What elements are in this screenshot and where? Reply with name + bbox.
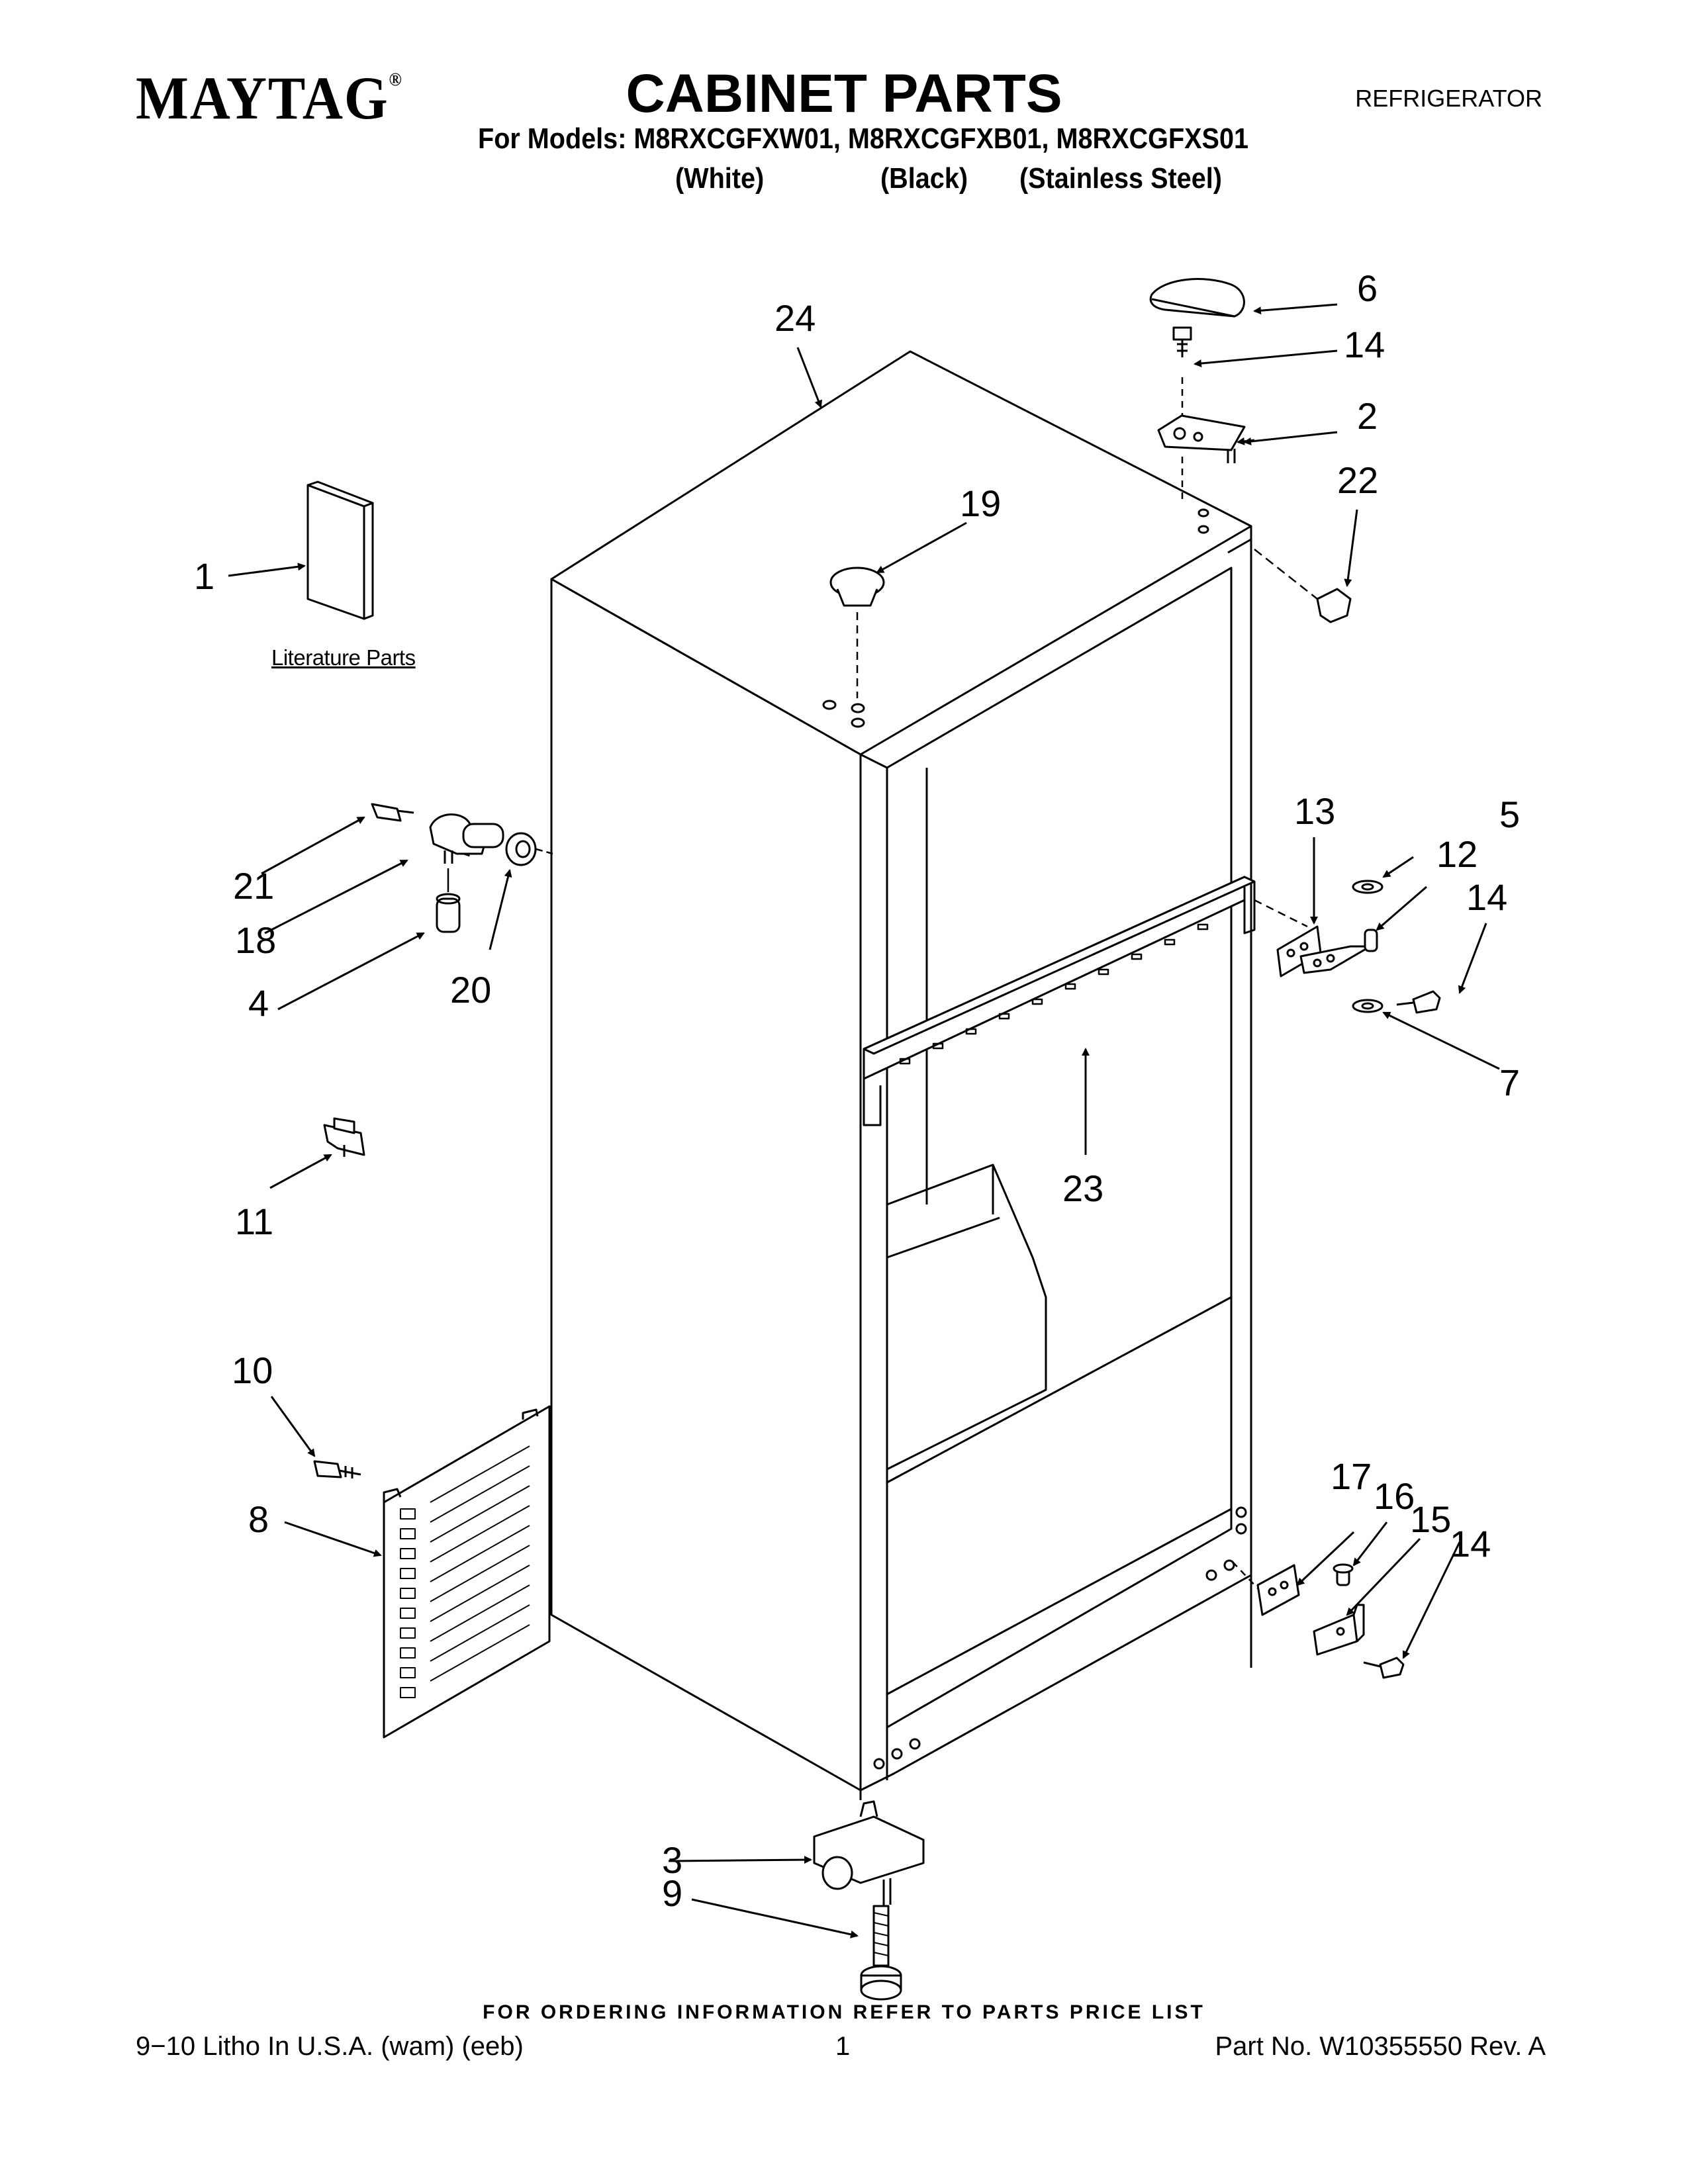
brand-name: MAYTAG (136, 64, 389, 132)
plug-part-19 (829, 567, 885, 698)
callout-13: 13 (1294, 790, 1335, 832)
top-hinge-part-2 (1157, 377, 1246, 503)
callout-3: 3 (662, 1839, 682, 1881)
clip-part-11 (323, 1117, 365, 1157)
callout-18: 18 (235, 919, 276, 961)
callout-10: 10 (232, 1349, 273, 1391)
callout-4: 4 (248, 982, 269, 1024)
brand-logo: MAYTAG® (136, 63, 403, 133)
page-title: CABINET PARTS (626, 64, 1062, 124)
callout-21: 21 (233, 865, 274, 907)
bottom-hinge-assembly (1232, 1561, 1405, 1679)
screw-part-14-top (1172, 326, 1192, 357)
callout-15: 15 (1410, 1498, 1451, 1540)
color-white-label: (White) (675, 162, 765, 195)
cabinet-body (550, 350, 1252, 1800)
screw-part-10 (313, 1460, 361, 1479)
callout-24: 24 (774, 297, 816, 339)
literature-part-1 (306, 480, 374, 620)
center-rail-part-23 (863, 876, 1256, 1126)
callout-14-bottom: 14 (1450, 1523, 1491, 1565)
litho-info: 9−10 Litho In U.S.A. (wam) (eeb) (136, 2032, 524, 2061)
callout-16: 16 (1374, 1475, 1415, 1517)
roller-part-3 (813, 1800, 925, 1906)
center-hinge-assembly (1254, 880, 1441, 1014)
hinge-cover-part-6 (1149, 278, 1245, 318)
callout-11: 11 (235, 1201, 273, 1242)
callout-19: 19 (960, 482, 1001, 524)
callout-5: 5 (1499, 794, 1520, 835)
literature-parts-label: Literature Parts (271, 645, 416, 670)
color-stainless-label: (Stainless Steel) (1019, 162, 1222, 195)
callout-leaders (228, 303, 1500, 1938)
hinge-pin-assembly-left (371, 803, 553, 933)
callout-6: 6 (1357, 267, 1378, 309)
registered-mark: ® (389, 69, 403, 90)
callout-9: 9 (662, 1872, 682, 1914)
part-number: Part No. W10355550 Rev. A (1215, 2032, 1546, 2061)
part-22-bracket (1254, 549, 1352, 623)
leveling-leg-part-9 (860, 1905, 902, 2001)
callout-22: 22 (1337, 459, 1378, 501)
page-number: 1 (835, 2032, 851, 2061)
models-line: For Models: M8RXCGFXW01, M8RXCGFXB01, M8… (478, 122, 1249, 155)
callout-2: 2 (1357, 395, 1378, 437)
callout-20: 20 (450, 969, 491, 1011)
callout-1: 1 (194, 555, 214, 597)
callout-14-middle: 14 (1466, 876, 1507, 918)
color-black-label: (Black) (880, 162, 968, 195)
callout-23: 23 (1062, 1167, 1103, 1209)
callout-14-top: 14 (1344, 324, 1385, 365)
callout-12: 12 (1436, 833, 1477, 875)
callout-numbers: 1 2 3 4 5 6 7 8 9 10 11 12 13 14 14 14 1… (194, 267, 1520, 1914)
grille-panel-part-8 (383, 1405, 551, 1739)
callout-17: 17 (1331, 1455, 1372, 1497)
callout-8: 8 (248, 1498, 269, 1540)
callout-7: 7 (1499, 1062, 1520, 1103)
ordering-note: FOR ORDERING INFORMATION REFER TO PARTS … (483, 2001, 1205, 2023)
appliance-category: REFRIGERATOR (1355, 85, 1542, 112)
